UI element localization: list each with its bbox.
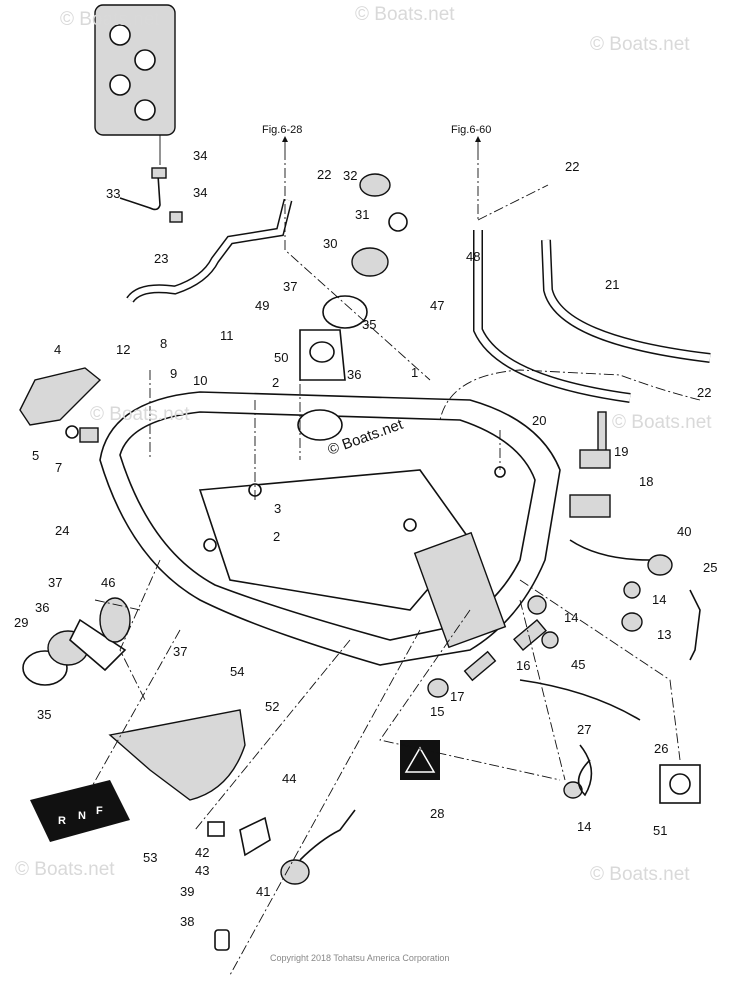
watermarks: © Boats.net © Boats.net © Boats.net © Boats…	[15, 4, 712, 885]
callout-13[interactable]: 13	[657, 627, 671, 642]
callout-37[interactable]: 37	[48, 575, 62, 590]
callout-52[interactable]: 52	[265, 699, 279, 714]
callout-54[interactable]: 54	[230, 664, 244, 679]
callout-14[interactable]: 14	[564, 610, 578, 625]
shift-decal-53: R N F	[30, 780, 130, 842]
watermark-text: © Boats.net	[590, 864, 690, 885]
callout-8[interactable]: 8	[160, 336, 167, 351]
copyright-text: Copyright 2018 Tohatsu America Corporati…	[270, 953, 449, 963]
clamp-34b	[169, 211, 183, 223]
callout-1[interactable]: 1	[411, 365, 418, 380]
callout-35[interactable]: 35	[37, 707, 51, 722]
callout-11[interactable]: 11	[220, 328, 234, 343]
callout-47[interactable]: 47	[430, 298, 444, 313]
watermark-text: © Boats.net	[590, 34, 690, 55]
hose-33	[119, 174, 161, 211]
callout-14[interactable]: 14	[577, 819, 591, 834]
callout-5[interactable]: 5	[32, 448, 39, 463]
callout-19[interactable]: 19	[614, 444, 628, 459]
callout-9[interactable]: 9	[170, 366, 177, 381]
callout-23[interactable]: 23	[154, 251, 168, 266]
callout-32[interactable]: 32	[343, 168, 357, 183]
watermark-text: © Boats.net	[15, 859, 115, 880]
decal-letter: N	[78, 810, 86, 822]
callout-36[interactable]: 36	[347, 367, 361, 382]
callout-26[interactable]: 26	[654, 741, 668, 756]
callout-38[interactable]: 38	[180, 914, 194, 929]
cover-52	[108, 709, 246, 801]
watermark-text: © Boats.net	[612, 412, 712, 433]
callout-15[interactable]: 15	[430, 704, 444, 719]
callout-28[interactable]: 28	[430, 806, 444, 821]
callout-46[interactable]: 46	[101, 575, 115, 590]
grip-4	[19, 367, 102, 426]
callout-3[interactable]: 3	[274, 501, 281, 516]
callout-37[interactable]: 37	[173, 644, 187, 659]
callout-30[interactable]: 30	[323, 236, 337, 251]
callout-16[interactable]: 16	[516, 658, 530, 673]
callout-4[interactable]: 4	[54, 342, 61, 357]
callout-25[interactable]: 25	[703, 560, 717, 575]
callout-53[interactable]: 53	[143, 850, 157, 865]
lower-cowling-1	[99, 391, 561, 666]
callout-41[interactable]: 41	[256, 884, 270, 899]
decal-letter: F	[96, 805, 103, 817]
callout-10[interactable]: 10	[193, 373, 207, 388]
callout-43[interactable]: 43	[195, 863, 209, 878]
callout-22[interactable]: 22	[317, 167, 331, 182]
callout-34[interactable]: 34	[193, 148, 207, 163]
callout-18[interactable]: 18	[639, 474, 653, 489]
callout-21[interactable]: 21	[605, 277, 619, 292]
label-51	[659, 764, 701, 804]
callout-42[interactable]: 42	[195, 845, 209, 860]
callout-33[interactable]: 33	[106, 186, 120, 201]
figure-reference[interactable]: Fig.6-28	[262, 124, 302, 136]
callout-49[interactable]: 49	[255, 298, 269, 313]
callout-48[interactable]: 48	[466, 249, 480, 264]
watermark-text: © Boats.net	[60, 9, 160, 30]
callout-50[interactable]: 50	[274, 350, 288, 365]
callout-31[interactable]: 31	[355, 207, 369, 222]
callout-29[interactable]: 29	[14, 615, 28, 630]
callout-2[interactable]: 2	[273, 529, 280, 544]
clamp-34	[151, 167, 167, 179]
callout-44[interactable]: 44	[282, 771, 296, 786]
callout-20[interactable]: 20	[532, 413, 546, 428]
callout-27[interactable]: 27	[577, 722, 591, 737]
callout-34[interactable]: 34	[193, 185, 207, 200]
callout-22[interactable]: 22	[697, 385, 711, 400]
decal-letter: R	[58, 815, 66, 827]
callout-12[interactable]: 12	[116, 342, 130, 357]
callout-39[interactable]: 39	[180, 884, 194, 899]
callout-2[interactable]: 2	[272, 375, 279, 390]
callout-40[interactable]: 40	[677, 524, 691, 539]
callout-14[interactable]: 14	[652, 592, 666, 607]
callout-7[interactable]: 7	[55, 460, 62, 475]
figure-reference[interactable]: Fig.6-60	[451, 124, 491, 136]
callout-37[interactable]: 37	[283, 279, 297, 294]
callout-45[interactable]: 45	[571, 657, 585, 672]
callout-36[interactable]: 36	[35, 600, 49, 615]
engine-block-image	[94, 4, 176, 165]
callout-35[interactable]: 35	[362, 317, 376, 332]
callout-17[interactable]: 17	[450, 689, 464, 704]
callout-24[interactable]: 24	[55, 523, 69, 538]
warning-label-28	[400, 740, 440, 780]
callout-22[interactable]: 22	[565, 159, 579, 174]
watermark-text: © Boats.net	[90, 404, 190, 425]
callout-51[interactable]: 51	[653, 823, 667, 838]
watermark-text: © Boats.net	[355, 4, 455, 25]
